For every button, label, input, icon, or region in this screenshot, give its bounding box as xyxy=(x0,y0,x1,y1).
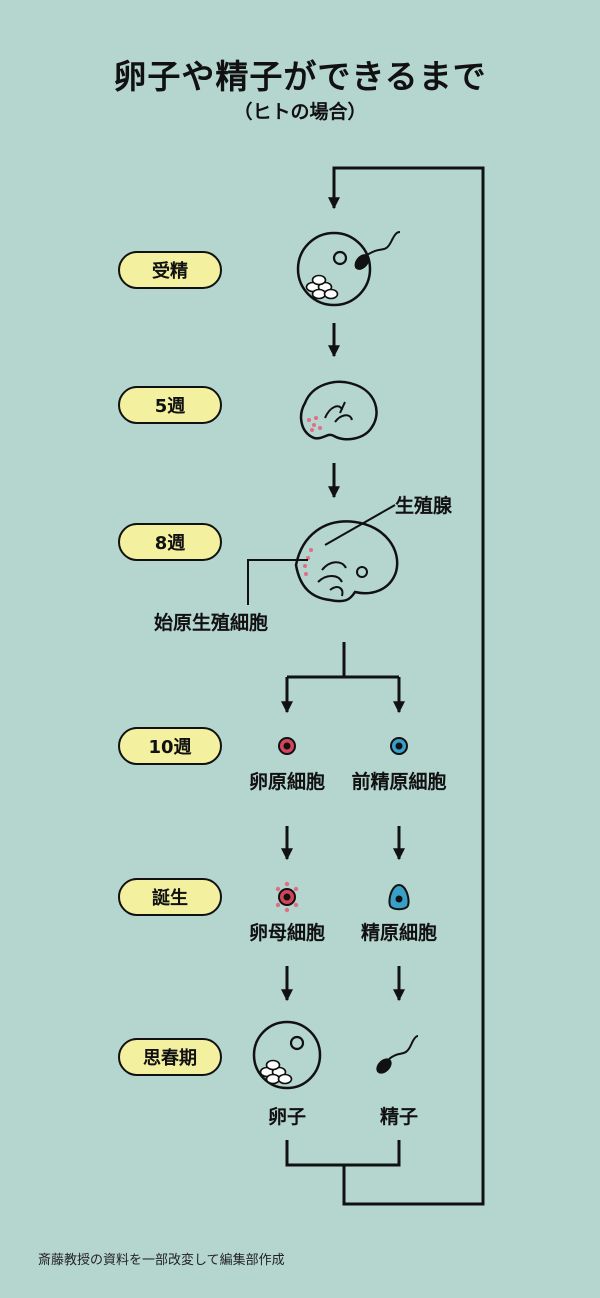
credit-note: 斎藤教授の資料を一部改変して編集部作成 xyxy=(38,1253,285,1268)
fertilized-egg-icon xyxy=(296,231,401,307)
stage-label: 5週 xyxy=(154,396,186,417)
label-prospermatogonium: 前精原細胞 xyxy=(351,771,447,793)
embryo-5w-icon xyxy=(299,380,378,441)
stage-5-weeks: 5週 xyxy=(118,386,222,424)
label-oocyte: 卵母細胞 xyxy=(248,922,326,944)
label-sperm: 精子 xyxy=(379,1106,419,1128)
label-spermatogonium: 精原細胞 xyxy=(360,922,438,944)
label-oogonium: 卵原細胞 xyxy=(248,771,326,793)
page-title: 卵子や精子ができるまで xyxy=(113,57,487,96)
label-gonad: 生殖腺 xyxy=(395,495,453,517)
stage-label: 受精 xyxy=(152,261,188,282)
oocyte-cell-icon xyxy=(275,881,299,913)
stage-8-weeks: 8週 xyxy=(118,523,222,561)
stage-birth: 誕生 xyxy=(118,878,222,916)
cycle-loop-line xyxy=(328,166,485,1206)
label-primordial-germ-cell: 始原生殖細胞 xyxy=(154,612,269,634)
stage-label: 8週 xyxy=(154,533,186,554)
page-subtitle: （ヒトの場合） xyxy=(233,101,367,123)
stage-fertilization: 受精 xyxy=(118,251,222,289)
prospermatogonium-cell-icon xyxy=(390,737,408,755)
stage-label: 思春期 xyxy=(143,1048,197,1069)
split-bracket xyxy=(285,642,401,711)
stage-label: 10週 xyxy=(148,737,192,758)
merge-bracket xyxy=(285,1140,401,1167)
stage-10-weeks: 10週 xyxy=(118,727,222,765)
sperm-cell-icon xyxy=(376,1035,419,1074)
oogonium-cell-icon xyxy=(278,737,296,755)
egg-cell-icon xyxy=(252,1020,322,1090)
label-egg: 卵子 xyxy=(267,1106,307,1128)
stage-puberty: 思春期 xyxy=(118,1038,222,1076)
stage-label: 誕生 xyxy=(152,888,188,909)
spermatogonium-cell-icon xyxy=(388,883,410,911)
embryo-8w-icon xyxy=(247,504,399,605)
